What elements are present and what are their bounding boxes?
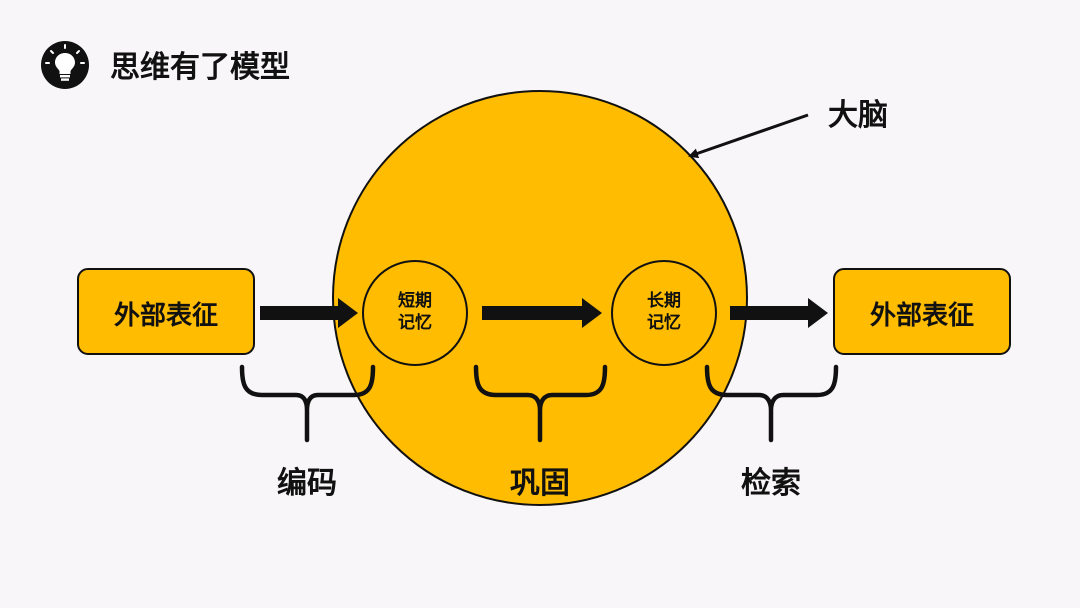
encode-brace [239,364,376,443]
consolidate-brace [473,364,608,443]
output-box [833,268,1011,355]
long-term-line-2: 记忆 [647,313,681,333]
page-title: 思维有了模型 [110,50,290,85]
output-box-label: 外部表征 [869,301,974,331]
brain-pointer-arrow [688,113,809,159]
stage-label-encode: 编码 [277,466,337,501]
brain-label: 大脑 [828,98,888,133]
long-term-label: 长期 记忆 [614,290,714,334]
long-term-line-1: 长期 [647,291,681,311]
consolidate-arrow [482,298,602,328]
retrieve-arrow [730,298,828,328]
input-box-label: 外部表征 [113,301,218,331]
short-term-line-2: 记忆 [398,313,432,333]
short-term-line-1: 短期 [398,291,432,311]
long-term-circle [611,260,717,366]
brain-circle [332,90,748,506]
encode-arrow [260,298,358,328]
short-term-circle [362,260,468,366]
short-term-label: 短期 记忆 [365,290,465,334]
lightbulb-icon [41,41,89,89]
input-box [77,268,255,355]
retrieve-brace [704,364,839,443]
stage-label-retrieve: 检索 [741,466,801,501]
stage-label-consolidate: 巩固 [510,466,570,501]
